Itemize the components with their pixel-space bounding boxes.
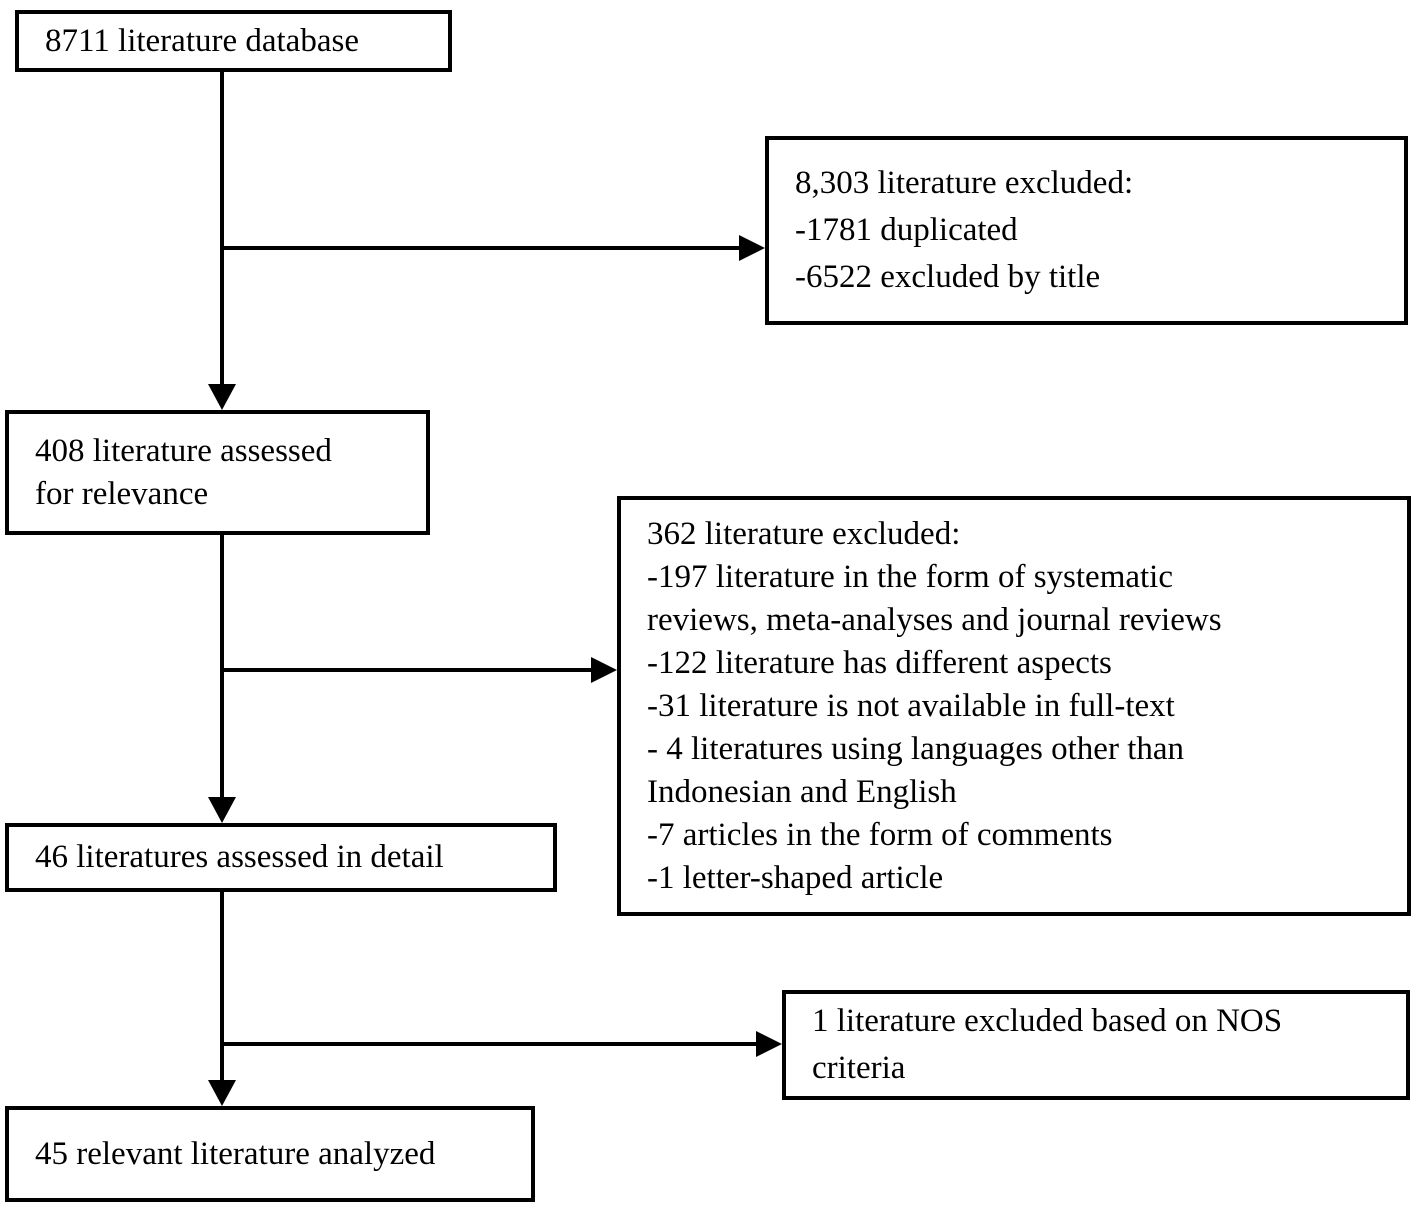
node-label: 362 literature excluded: (647, 515, 961, 552)
node-analyzed: 45 relevant literature analyzed (5, 1106, 535, 1202)
arrowhead-right-icon (739, 235, 765, 261)
node-excluded-initial: 8,303 literature excluded: -1781 duplica… (765, 136, 1408, 325)
node-literature-database: 8711 literature database (15, 10, 452, 72)
arrowhead-down-icon (208, 1080, 236, 1106)
connector-relevance-to-detail (220, 535, 224, 799)
exclusion-item: Indonesian and English (647, 773, 957, 810)
exclusion-item: reviews, meta-analyses and journal revie… (647, 601, 1222, 638)
node-label: 46 literatures assessed in detail (35, 839, 444, 875)
node-label: 8,303 literature excluded: (795, 165, 1134, 201)
node-excluded-nos: 1 literature excluded based on NOS crite… (782, 990, 1410, 1100)
connector-detail-to-analyzed (220, 892, 224, 1082)
node-excluded-relevance: 362 literature excluded: -197 literature… (617, 496, 1411, 916)
node-label: 408 literature assessed (35, 432, 332, 469)
exclusion-item: -6522 excluded by title (795, 259, 1101, 295)
arrowhead-down-icon (208, 384, 236, 410)
exclusion-item: -122 literature has different aspects (647, 644, 1112, 681)
node-label: criteria (812, 1050, 906, 1086)
node-label: 45 relevant literature analyzed (35, 1135, 436, 1172)
exclusion-item: -31 literature is not available in full-… (647, 687, 1175, 724)
node-assessed-relevance: 408 literature assessed for relevance (5, 410, 430, 535)
exclusion-item: -1 letter-shaped article (647, 859, 944, 896)
exclusion-item: -1781 duplicated (795, 212, 1018, 248)
node-assessed-detail: 46 literatures assessed in detail (5, 823, 557, 892)
node-label: 8711 literature database (45, 22, 359, 59)
connector-database-to-relevance (220, 72, 224, 386)
connector-branch-to-excluded-nos (220, 1042, 758, 1046)
arrowhead-right-icon (756, 1031, 782, 1057)
arrowhead-right-icon (591, 657, 617, 683)
exclusion-item: -7 articles in the form of comments (647, 816, 1113, 853)
node-label: 1 literature excluded based on NOS (812, 1003, 1283, 1039)
connector-branch-to-excluded-initial (220, 246, 741, 250)
exclusion-item: - 4 literatures using languages other th… (647, 730, 1185, 767)
connector-branch-to-excluded-relevance (220, 668, 593, 672)
arrowhead-down-icon (208, 797, 236, 823)
node-label: for relevance (35, 475, 209, 512)
exclusion-item: -197 literature in the form of systemati… (647, 558, 1174, 595)
